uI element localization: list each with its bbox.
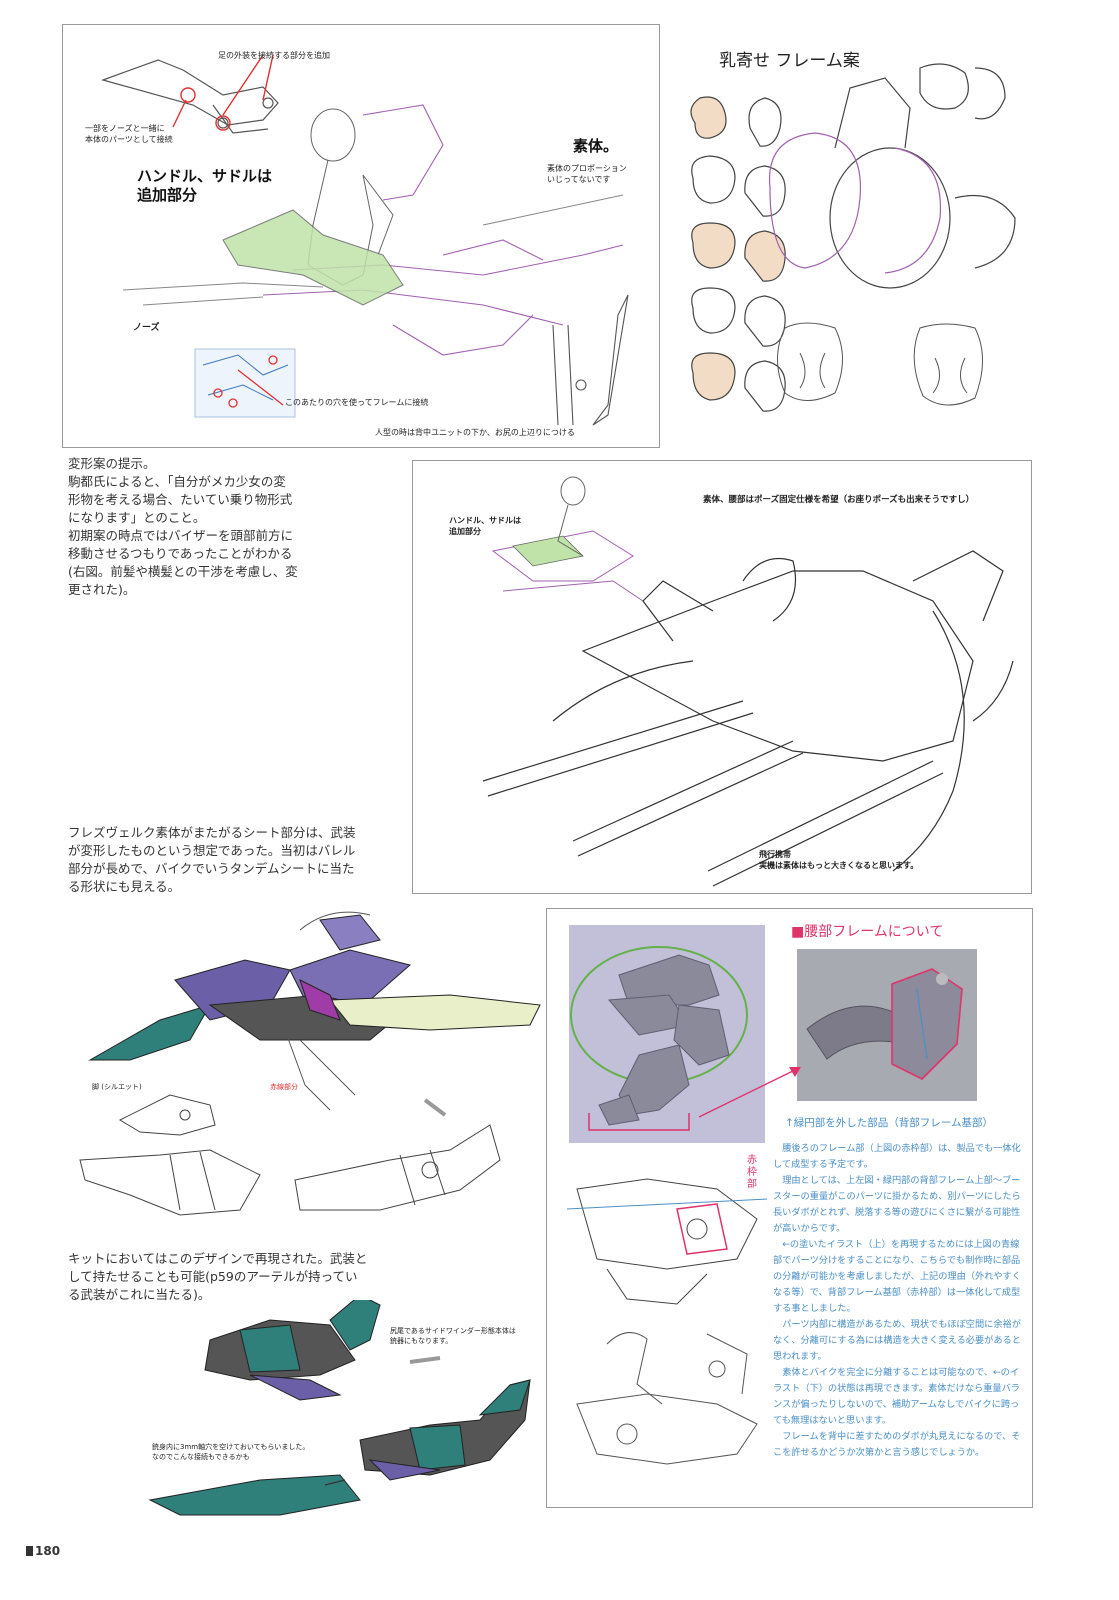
text-seat-part: フレズヴェルク素体がまたがるシート部分は、武装が変形したものという想定であった。… (68, 825, 356, 894)
sketch-frame-transform: 足の外装を接続する部分を追加 一部をノーズと一緒に 本体のパーツとして接続 ハン… (62, 24, 660, 448)
text-kit-reproduction: キットにおいてはこのデザインで再現された。武装として持たせることも可能(p59の… (68, 1251, 368, 1302)
note-holes: このあたりの穴を使ってフレームに接続 (285, 398, 429, 407)
label-nose: ノーズ (133, 323, 160, 333)
note-pose-fixed: 素体、腰部はポーズ固定仕様を希望（お座りポーズも出来そうですし） (703, 495, 975, 505)
page-number: 180 (26, 1544, 60, 1558)
note-barrel-hole: 銃身内に3mm軸穴を空けておいてもらいました。 なのでこんな接続もできるかも (152, 1443, 310, 1461)
note-flight-carry: 飛行携帯 実機は素体はもっと大きくなると思います。 (759, 850, 919, 870)
page-number-text: 180 (35, 1544, 61, 1558)
bike-sketch-illustration (101, 54, 629, 426)
note-sotai-proportion: 素体のプロポーション いじってないです (547, 164, 627, 184)
note-leg-armor: 足の外装を接続する部分を追加 (218, 51, 330, 60)
explanation-paragraph: 腰後ろのフレーム部（上図の赤枠部）は、製品でも一体化して成型する予定です。 (773, 1143, 1021, 1170)
label-handle-saddle: ハンドル、サドルは 追加部分 (137, 167, 273, 204)
photo-back-frame-base (797, 949, 977, 1101)
text-transform-proposal: 変形案の提示。 駒都氏によると、「自分がメカ少女の変形物を考える場合、たいてい乗… (68, 456, 298, 597)
waist-sketch-lower (576, 1332, 758, 1465)
sidewinder-weapon-sketch (148, 1300, 531, 1516)
note-red-line: 赤線部分 (270, 1083, 298, 1091)
flight-mode-illustration (482, 476, 1014, 887)
chest-frame-sketches: 乳寄せ フレーム案 (675, 28, 1055, 438)
explanation-paragraph: フレームを背中に差すためのダボが丸見えになるので、そこを許せるかどうか次第かと言… (773, 1431, 1021, 1458)
label-sotai: 素体。 (573, 137, 619, 155)
photo-waist-part-assembled (569, 925, 765, 1143)
weapon-color-sketch (79, 911, 541, 1216)
arrow-icon (698, 1067, 801, 1118)
note-sidewinder-tail: 尻尾であるサイドワインダー形態本体は 銃器にもなります。 (390, 1327, 516, 1345)
explanation-paragraph: 素体とバイクを完全に分離することは可能なので、←のイラスト（下）の状態は再現でき… (773, 1367, 1020, 1426)
waist-sketch-upper (567, 1178, 767, 1305)
margin-label-red-frame: 赤枠部 (747, 1155, 757, 1190)
waist-frame-heading: ■腰部フレームについて (791, 924, 944, 940)
explanation-paragraph: パーツ内部に構造があるため、現状でもほぼ空間に余裕がなく、分離可にする為には構造… (773, 1319, 1021, 1362)
sketch-frame-flight: 素体、腰部はポーズ固定仕様を希望（お座りポーズも出来そうですし） ハンドル、サド… (412, 460, 1032, 894)
note-leg-silhouette: 脚 (シルエット) (92, 1083, 142, 1091)
caption-back-frame-base: ↑緑円部を外した部品（背部フレーム基部） (785, 1117, 993, 1129)
waist-frame-box: ■腰部フレームについて ↑緑円部を外した部品（背部フレーム基部） 赤枠部 (546, 908, 1033, 1508)
note-backpack: 人型の時は背中ユニットの下か、お尻の上辺りにつける (375, 428, 575, 437)
chest-sketch-title: 乳寄せ フレーム案 (719, 51, 860, 71)
chest-sketch-illustration (690, 63, 1016, 412)
note-nose-part: 一部をノーズと一緒に 本体のパーツとして接続 (85, 124, 173, 144)
explanation-paragraph: ←の塗いたイラスト（上）を再現するためには上図の青線部でパーツ分けをすることにな… (773, 1239, 1021, 1314)
note-handle-saddle-2: ハンドル、サドルは 追加部分 (449, 516, 521, 536)
page-number-marker (26, 1546, 33, 1556)
waist-frame-explanation: 腰後ろのフレーム部（上図の赤枠部）は、製品でも一体化して成型する予定です。 理由… (773, 1141, 1021, 1461)
explanation-paragraph: 理由としては、上左図・緑円部の背部フレーム上部〜ブースターの重量がこのパーツに掛… (773, 1175, 1021, 1234)
